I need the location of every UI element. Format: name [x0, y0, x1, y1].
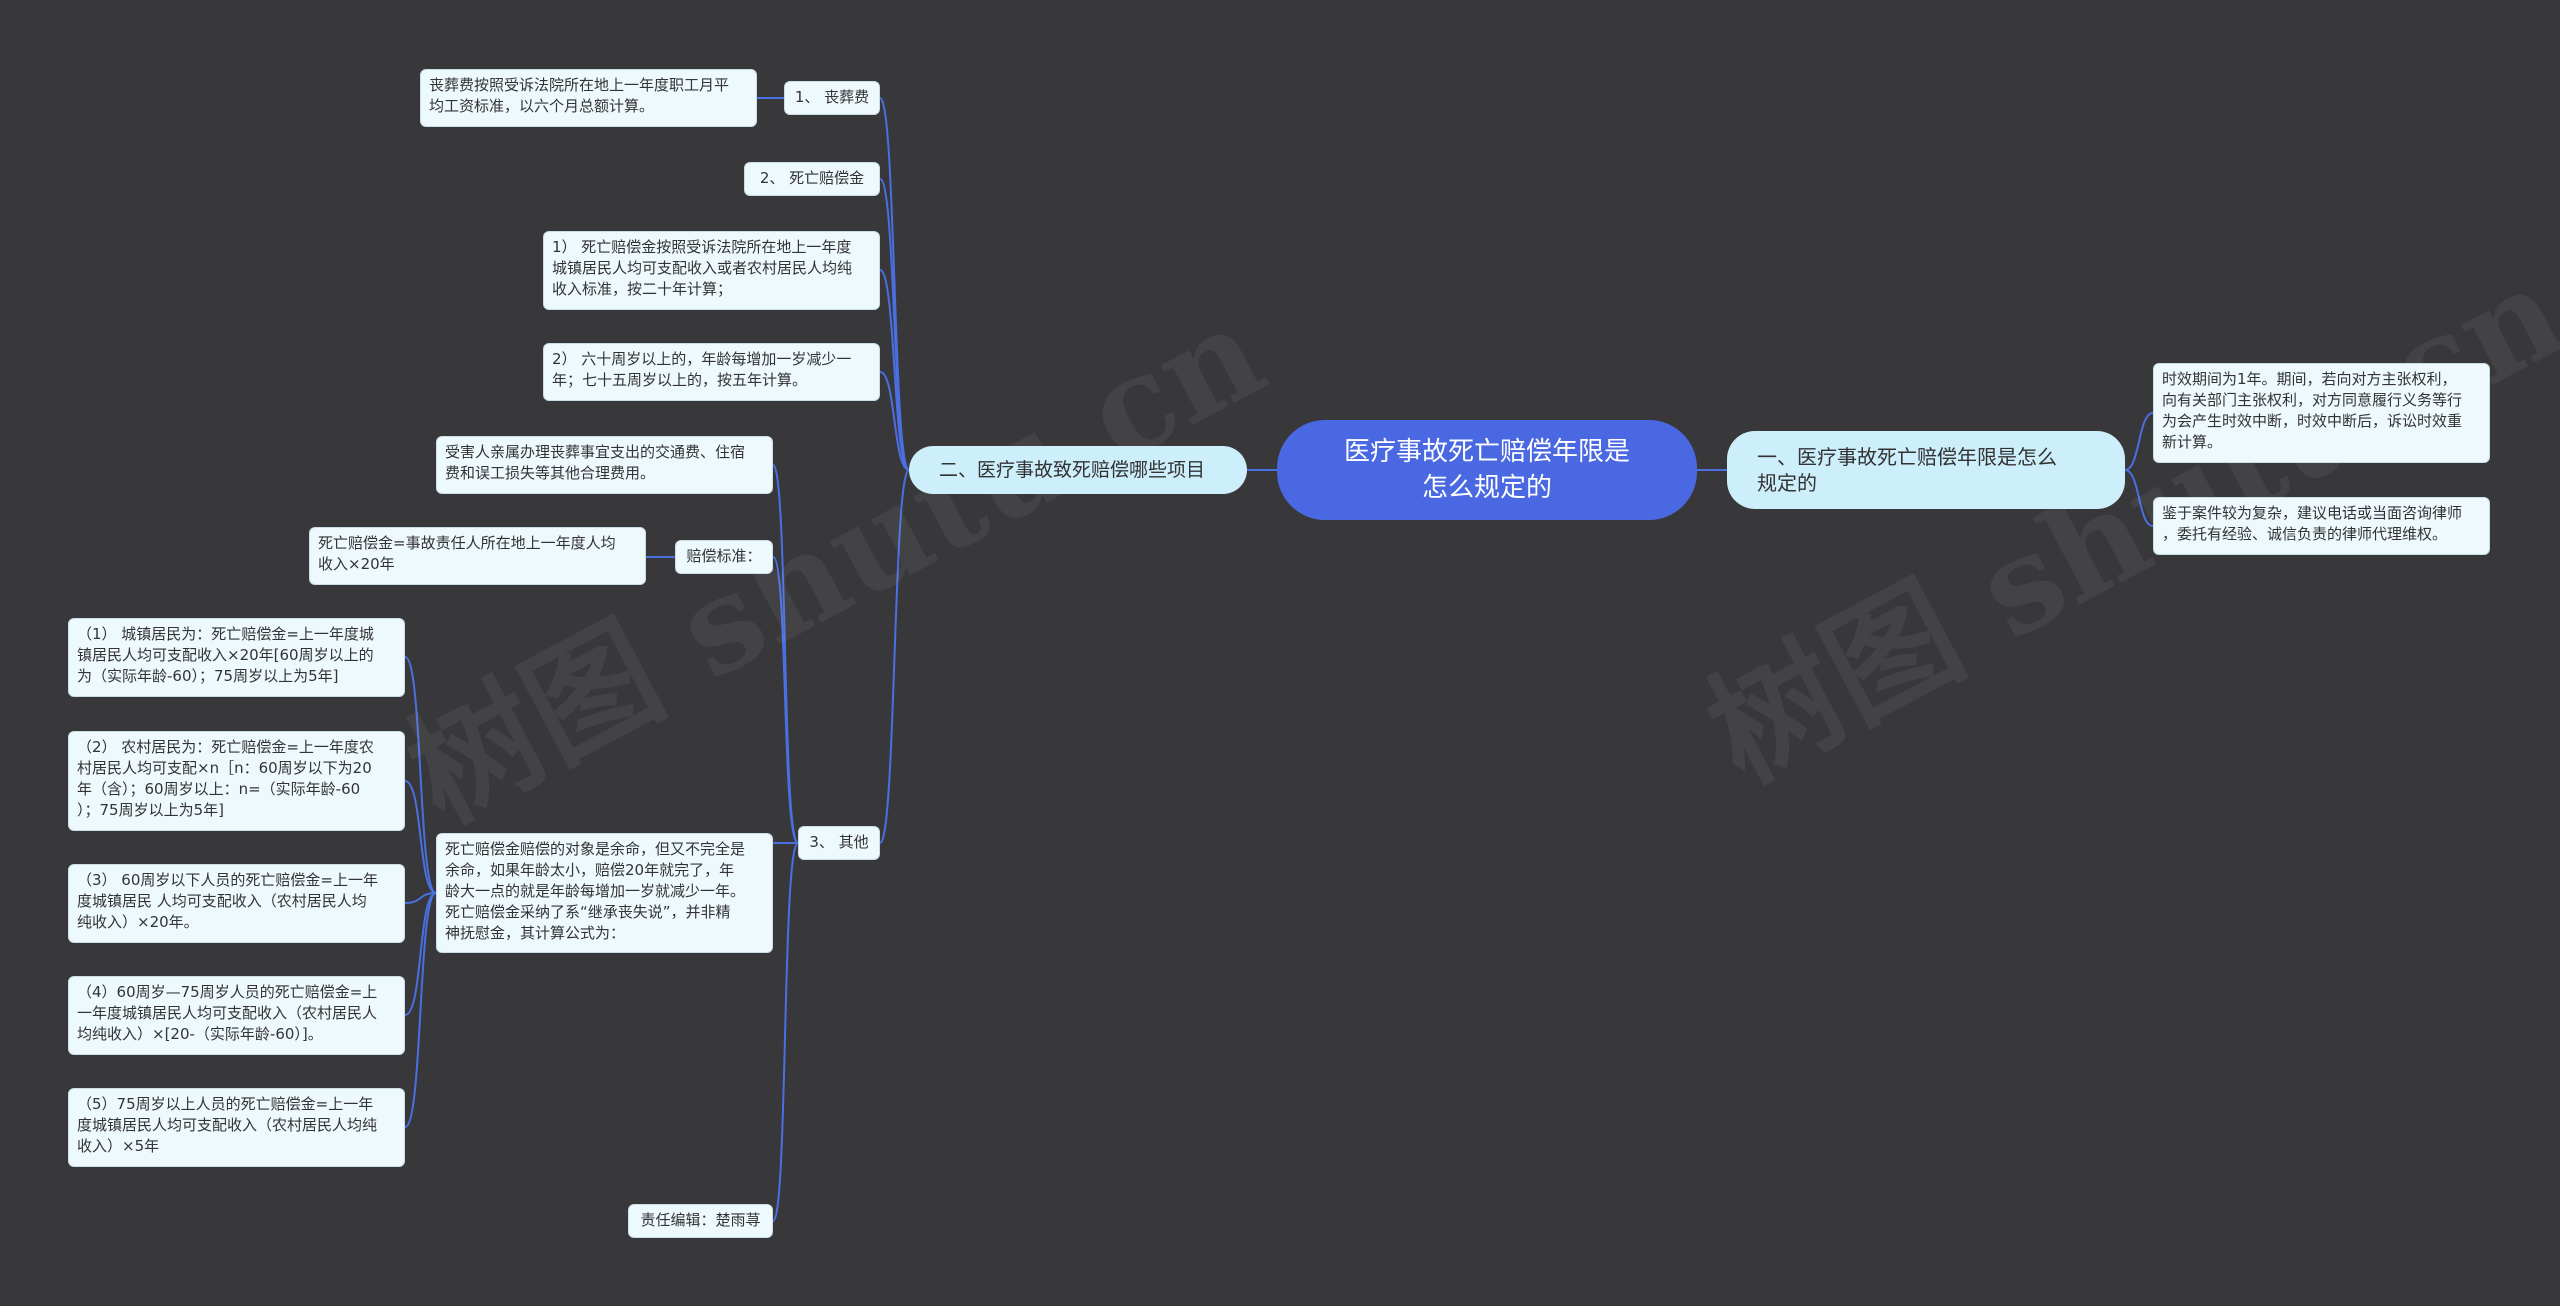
death-compensation-label[interactable]: 2、 死亡赔偿金: [744, 162, 880, 196]
formula-over-75[interactable]: （5）75周岁以上人员的死亡赔偿金=上一年 度城镇居民人均可支配收入（农村居民人…: [68, 1088, 405, 1167]
funeral-expense-detail[interactable]: 丧葬费按照受诉法院所在地上一年度职工月平 均工资标准，以六个月总额计算。: [420, 69, 757, 127]
funeral-expense-label[interactable]: 1、 丧葬费: [784, 81, 880, 115]
connector-line: [404, 892, 437, 1128]
compensation-standard-label[interactable]: 赔偿标准：: [675, 540, 773, 574]
connector-line: [772, 556, 799, 844]
death-compensation-note-1[interactable]: 1） 死亡赔偿金按照受诉法院所在地上一年度 城镇居民人均可支配收入或者农村居民人…: [543, 231, 880, 310]
central-topic[interactable]: 医疗事故死亡赔偿年限是 怎么规定的: [1277, 420, 1697, 520]
connector-line: [879, 178, 910, 471]
branch-one-item-lawyer-advice[interactable]: 鉴于案件较为复杂，建议电话或当面咨询律师 ，委托有经验、诚信负责的律师代理维权。: [2153, 497, 2490, 555]
formula-rural-residents[interactable]: （2） 农村居民为：死亡赔偿金=上一年度农 村居民人均可支配×n［n：60周岁以…: [68, 731, 405, 831]
connector-line: [404, 892, 437, 904]
connector-line: [2124, 412, 2154, 471]
connector-line: [2124, 469, 2154, 527]
connector-line: [879, 371, 910, 471]
formula-60-to-75[interactable]: （4）60周岁—75周岁人员的死亡赔偿金=上 一年度城镇居民人均可支配收入（农村…: [68, 976, 405, 1055]
connector-line: [404, 656, 437, 894]
connector-line: [772, 842, 799, 1222]
responsible-editor[interactable]: 责任编辑：楚雨荨: [628, 1204, 773, 1238]
formula-under-60[interactable]: （3） 60周岁以下人员的死亡赔偿金=上一年 度城镇居民 人均可支配收入（农村居…: [68, 864, 405, 943]
connector-line: [879, 269, 910, 471]
branch-two-topic[interactable]: 二、医疗事故致死赔偿哪些项目: [909, 446, 1247, 494]
formula-introduction[interactable]: 死亡赔偿金赔偿的对象是余命，但又不完全是 余命，如果年龄太小，赔偿20年就完了，…: [436, 833, 773, 953]
connector-line: [879, 469, 910, 844]
formula-urban-residents[interactable]: （1） 城镇居民为：死亡赔偿金=上一年度城 镇居民人均可支配收入×20年[60周…: [68, 618, 405, 697]
connector-line: [404, 892, 437, 1016]
other-expenses-detail[interactable]: 受害人亲属办理丧葬事宜支出的交通费、住宿 费和误工损失等其他合理费用。: [436, 436, 773, 494]
compensation-standard-detail[interactable]: 死亡赔偿金=事故责任人所在地上一年度人均 收入×20年: [309, 527, 646, 585]
branch-one-item-limitation[interactable]: 时效期间为1年。期间，若向对方主张权利， 向有关部门主张权利，对方同意履行义务等…: [2153, 363, 2490, 463]
connector-line: [404, 780, 437, 894]
others-label[interactable]: 3、 其他: [798, 826, 880, 860]
death-compensation-note-2[interactable]: 2） 六十周岁以上的，年龄每增加一岁减少一 年；七十五周岁以上的，按五年计算。: [543, 343, 880, 401]
branch-one-topic[interactable]: 一、医疗事故死亡赔偿年限是怎么 规定的: [1727, 431, 2125, 509]
connector-line: [772, 464, 799, 844]
